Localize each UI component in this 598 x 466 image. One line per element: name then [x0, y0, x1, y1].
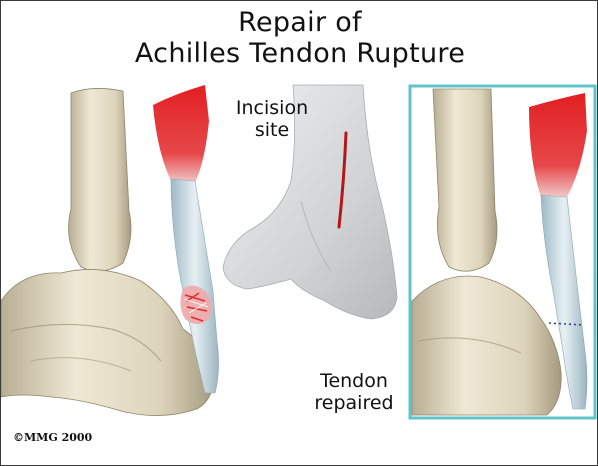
left-calf-muscle [153, 85, 209, 183]
tendon-repaired-label: Tendon repaired [304, 370, 404, 414]
left-anatomy [1, 85, 219, 416]
title-line-2: Achilles Tendon Rupture [1, 38, 598, 69]
incision-label-line-1: Incision [227, 97, 317, 119]
left-heel-bones [1, 269, 213, 415]
incision-label-line-2: site [227, 119, 317, 141]
repaired-label-line-2: repaired [304, 392, 404, 414]
incision-site-label: Incision site [227, 97, 317, 141]
left-tibia [69, 88, 131, 271]
repaired-label-line-1: Tendon [304, 370, 404, 392]
copyright-notice: ©MMG 2000 [13, 431, 92, 444]
repaired-panel [410, 86, 595, 418]
figure-title: Repair of Achilles Tendon Rupture [1, 7, 598, 69]
right-tibia [433, 89, 497, 271]
title-line-1: Repair of [1, 7, 598, 38]
